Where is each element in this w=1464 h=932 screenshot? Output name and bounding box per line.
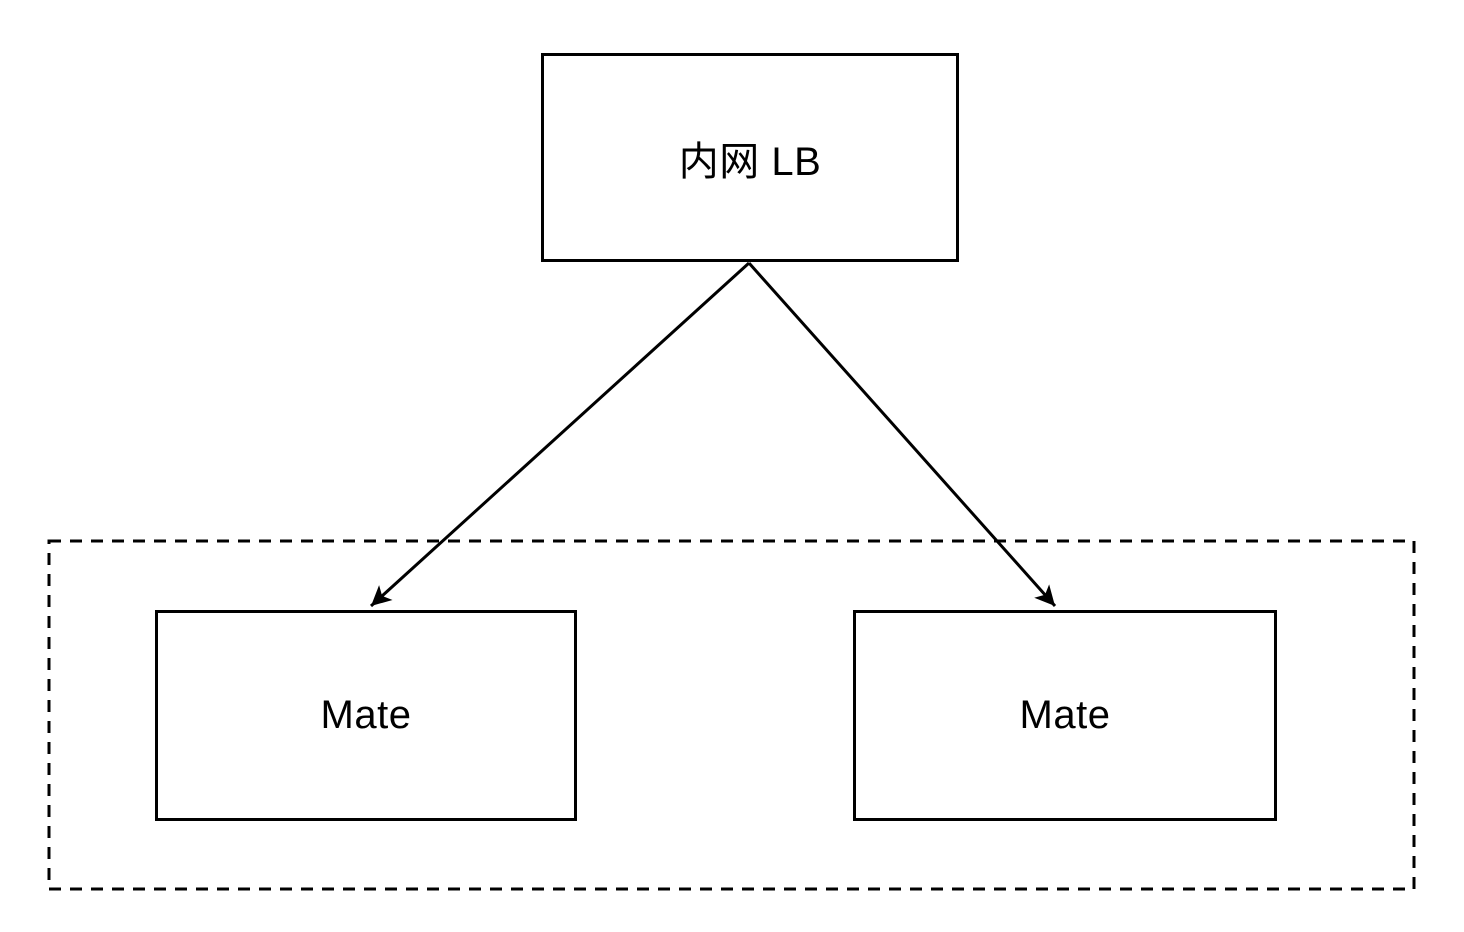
edge-lb-to-mate-right [747,262,1057,607]
node-mate-right-label: Mate [1019,693,1111,737]
node-mate-left: Mate [155,610,577,821]
node-mate-left-label: Mate [320,693,412,737]
node-internal-lb-label: 内网 LB [678,139,822,184]
node-mate-right: Mate [853,610,1277,821]
edge-lb-to-mate-left [369,261,751,608]
node-internal-lb: 内网 LB [541,53,959,262]
